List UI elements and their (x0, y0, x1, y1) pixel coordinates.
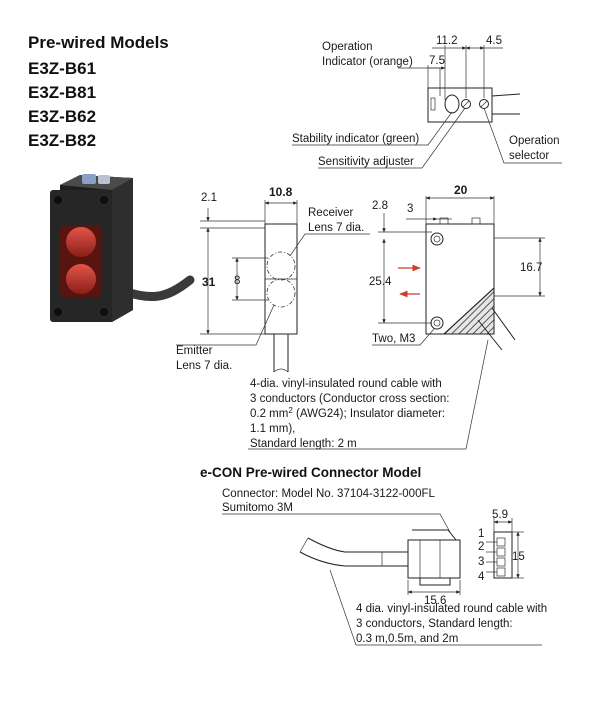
sensor-photo-icon (50, 174, 195, 322)
cable-note-line: 4-dia. vinyl-insulated round cable with (250, 378, 442, 390)
cable-note-line: Standard length: 2 m (250, 438, 357, 450)
model-item: E3Z-B61 (28, 59, 96, 78)
dim-16-7: 16.7 (520, 262, 542, 274)
econ-heading: e-CON Pre-wired Connector Model (200, 465, 421, 480)
receiver-label: Receiver (308, 207, 354, 219)
dim-10-8: 10.8 (269, 185, 293, 199)
dim-11-2: 11.2 (436, 35, 458, 47)
model-item: E3Z-B82 (28, 131, 96, 150)
dim-5-9: 5.9 (492, 509, 508, 521)
dim-8: 8 (234, 275, 240, 287)
econ-cable-note-line: 0.3 m,0.5m, and 2m (356, 633, 458, 645)
pin-number: 4 (478, 571, 485, 583)
emitter-label: Emitter (176, 345, 213, 357)
cable-note-line: 0.2 mm2 (AWG24); Insulator diameter: (250, 406, 445, 420)
pin-number: 1 (478, 528, 484, 540)
econ-connector-label: Connector: Model No. 37104-3122-000FL (222, 488, 435, 500)
operation-selector-label: selector (509, 150, 549, 162)
econ-connector-label: Sumitomo 3M (222, 502, 293, 514)
dim-4-5: 4.5 (486, 35, 502, 47)
front-view-drawing: 20 2.8 3 25.4 16.7 Two, M3 (369, 183, 545, 351)
econ-section: e-CON Pre-wired Connector Model Connecto… (200, 465, 547, 646)
pin-number: 2 (478, 541, 484, 553)
emitter-label: Lens 7 dia. (176, 360, 232, 372)
dim-7-5: 7.5 (429, 55, 445, 67)
cable-note-line: 3 conductors (Conductor cross section: (250, 393, 449, 405)
operation-indicator-label: Operation (322, 41, 373, 53)
dim-15: 15 (512, 551, 525, 563)
sensitivity-adjuster-label: Sensitivity adjuster (318, 156, 414, 168)
dim-3: 3 (407, 203, 413, 215)
cable-note-line: 1.1 mm), (250, 423, 295, 435)
dim-20: 20 (454, 183, 468, 197)
receiver-label: Lens 7 dia. (308, 222, 364, 234)
dim-31: 31 (202, 275, 216, 289)
models-heading: Pre-wired Models (28, 33, 169, 52)
stability-indicator-label: Stability indicator (green) (292, 133, 419, 145)
mount-label: Two, M3 (372, 333, 415, 345)
econ-cable-note-line: 3 conductors, Standard length: (356, 618, 513, 630)
dim-2-1: 2.1 (201, 192, 217, 204)
model-list: Pre-wired Models E3Z-B61 E3Z-B81 E3Z-B62… (28, 33, 169, 150)
operation-indicator-label: Indicator (orange) (322, 56, 413, 68)
cable-note: 4-dia. vinyl-insulated round cable with … (248, 339, 489, 450)
dim-15-6: 15.6 (424, 595, 446, 607)
top-view-drawing: 11.2 4.5 7.5 Operation Indicator (orange… (292, 35, 562, 169)
dim-2-8: 2.8 (372, 200, 388, 212)
side-view-drawing: 10.8 2.1 31 8 Receiver Lens 7 dia. Emitt… (176, 185, 370, 373)
operation-selector-label: Operation (509, 135, 560, 147)
model-item: E3Z-B62 (28, 107, 96, 126)
dim-25-4: 25.4 (369, 276, 392, 288)
econ-cable-note-line: 4 dia. vinyl-insulated round cable with (356, 603, 547, 615)
model-item: E3Z-B81 (28, 83, 96, 102)
pin-number: 3 (478, 556, 484, 568)
